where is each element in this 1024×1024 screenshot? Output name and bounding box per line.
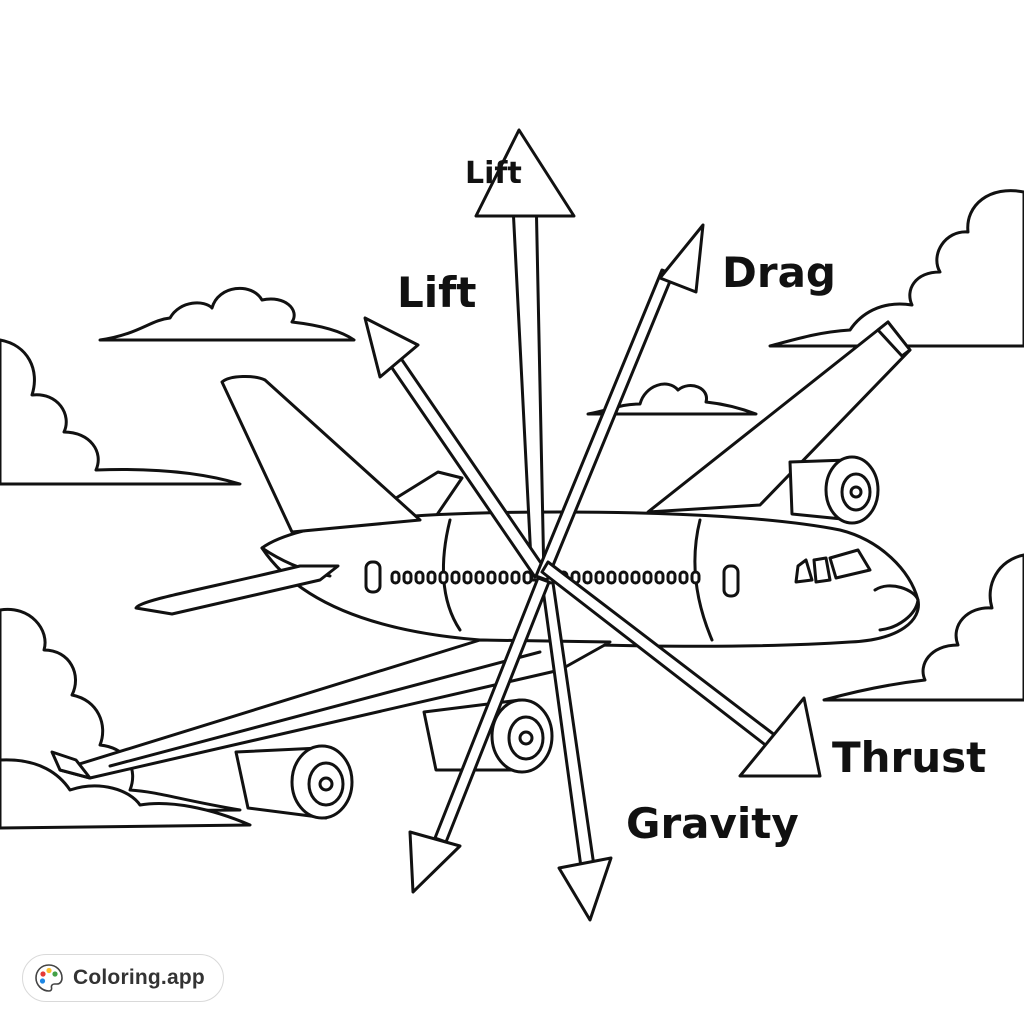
coloring-app-badge[interactable]: Coloring.app	[22, 954, 224, 1002]
cloud-bottom-left	[0, 758, 252, 830]
lift-arrow-diagonal	[363, 316, 547, 579]
right-engine	[788, 455, 880, 525]
tail-stabilizer-near	[134, 564, 340, 616]
label-lift-top: Lift	[465, 156, 522, 191]
cockpit-windows	[794, 548, 872, 584]
airplane-right-wing	[646, 320, 912, 514]
airplane-tail-fin	[220, 375, 422, 534]
badge-label: Coloring.app	[73, 966, 205, 989]
label-lift-left: Lift	[397, 268, 477, 317]
airplane-left-wing	[50, 638, 612, 780]
cloud-right-bottom	[822, 553, 1024, 702]
cloud-middle	[586, 382, 758, 416]
thrust-arrow	[540, 560, 822, 778]
lift-arrow-vertical	[474, 128, 576, 582]
left-engine-outer	[234, 744, 354, 820]
cloud-top-left	[98, 286, 356, 342]
lower-left-arrow	[408, 576, 551, 894]
passenger-windows	[390, 570, 701, 585]
airplane-door-rear	[364, 560, 382, 594]
airplane-door-front	[722, 564, 740, 598]
label-gravity: Gravity	[626, 799, 799, 848]
label-drag: Drag	[722, 248, 836, 297]
palette-icon	[33, 962, 65, 994]
label-thrust: Thrust	[832, 733, 986, 782]
gravity-arrow	[540, 580, 613, 922]
cloud-right-top	[768, 189, 1024, 348]
